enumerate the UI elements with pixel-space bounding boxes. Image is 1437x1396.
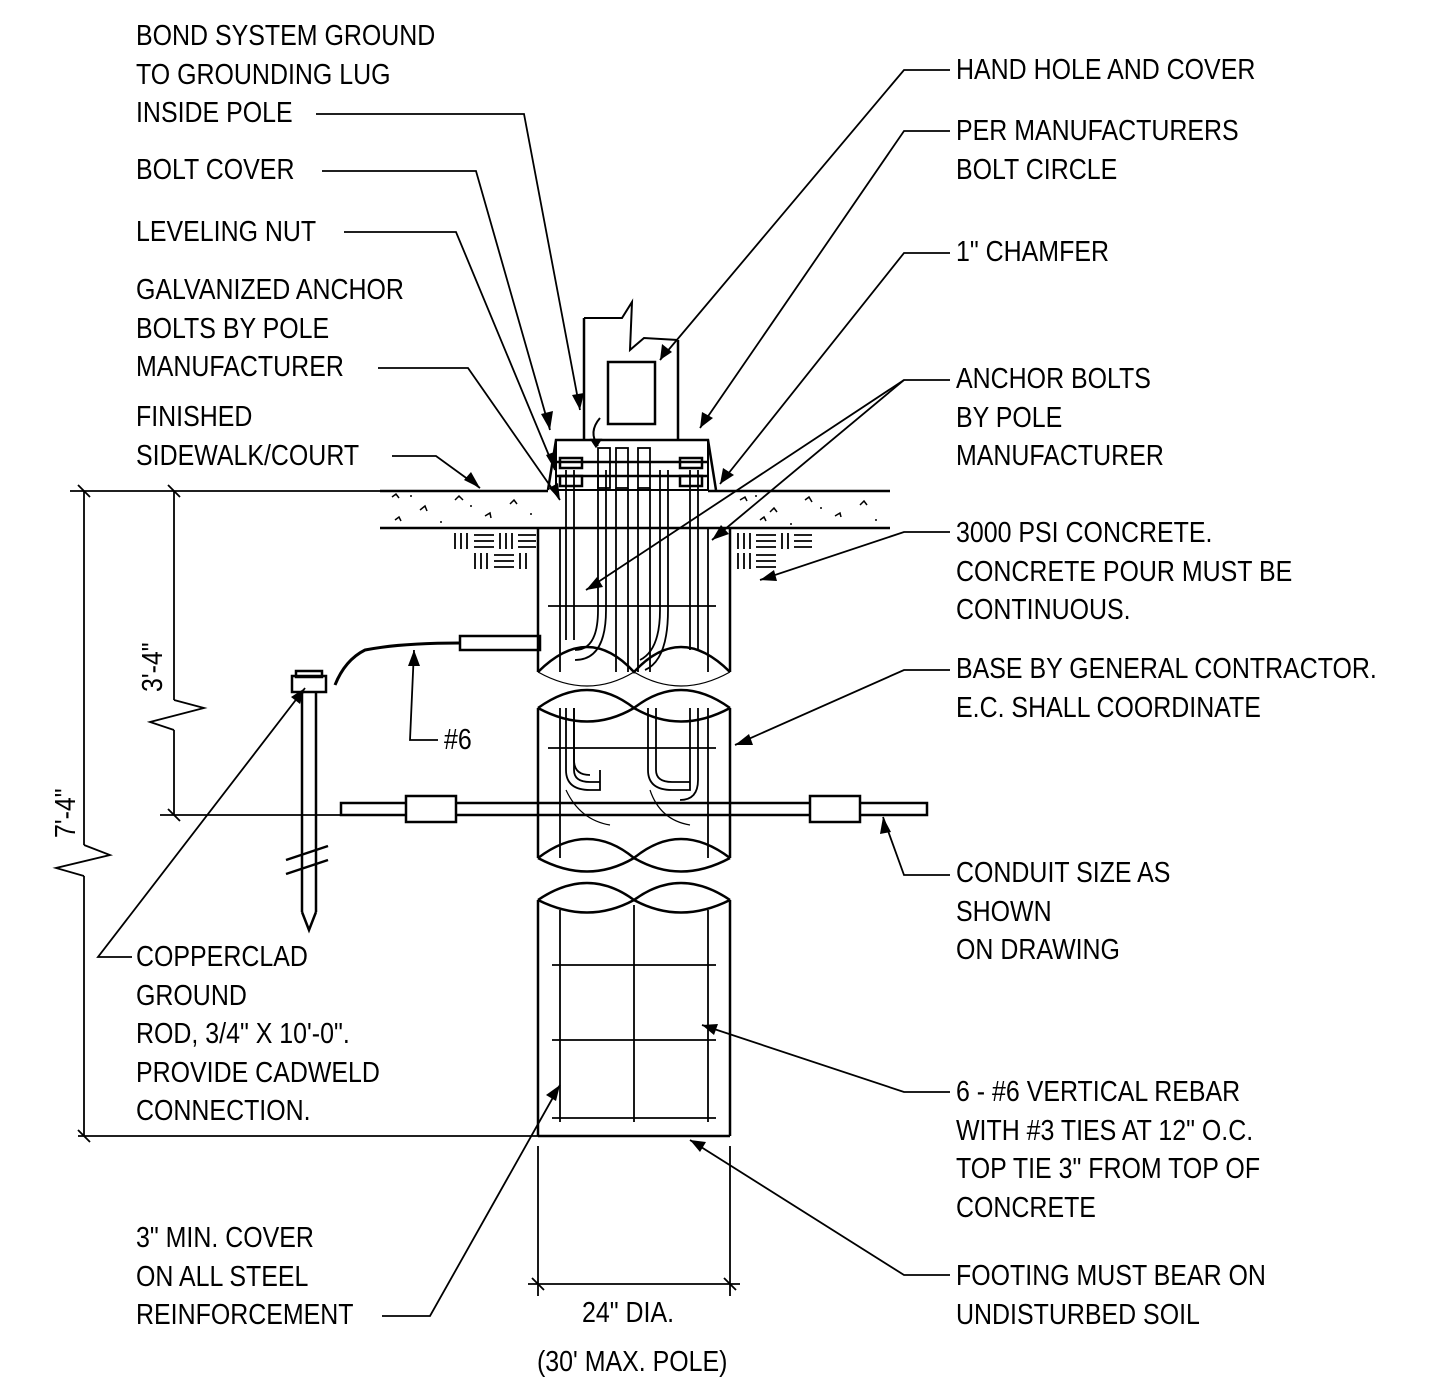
concrete-pier-bottom [536, 881, 732, 1138]
leader-lines [96, 69, 950, 1317]
dimension-depth-total: 7'-4" [50, 788, 82, 838]
ground-wire [333, 634, 542, 686]
leader-arrowheads [291, 344, 891, 1152]
label-bolt-cover: BOLT COVER [136, 154, 295, 186]
label-base-by-gc: BASE BY GENERAL CONTRACTOR.E.C. SHALL CO… [956, 653, 1377, 724]
concrete-pier-top [536, 528, 732, 687]
dimension-diameter: 24" DIA. [582, 1297, 675, 1329]
label-chamfer: 1" CHAMFER [956, 236, 1109, 268]
hand-hole-rect [606, 360, 657, 426]
dimension-lines [52, 484, 740, 1296]
dimension-max-pole: (30' MAX. POLE) [537, 1346, 728, 1378]
dimension-depth-upper: 3'-4" [137, 642, 169, 692]
conduit-risers [597, 447, 651, 672]
label-leveling-nut: LEVELING NUT [136, 216, 317, 248]
ground-rod [285, 669, 329, 934]
label-hand-hole: HAND HOLE AND COVER [956, 54, 1256, 86]
sidewalk-slab [380, 489, 890, 530]
pole-shaft [582, 298, 680, 449]
concrete-pier-middle [536, 688, 732, 873]
soil-hatch [454, 533, 812, 569]
base-plate-assembly [546, 438, 718, 491]
conduit-horizontal [339, 794, 929, 824]
label-wire-6: #6 [444, 724, 472, 756]
